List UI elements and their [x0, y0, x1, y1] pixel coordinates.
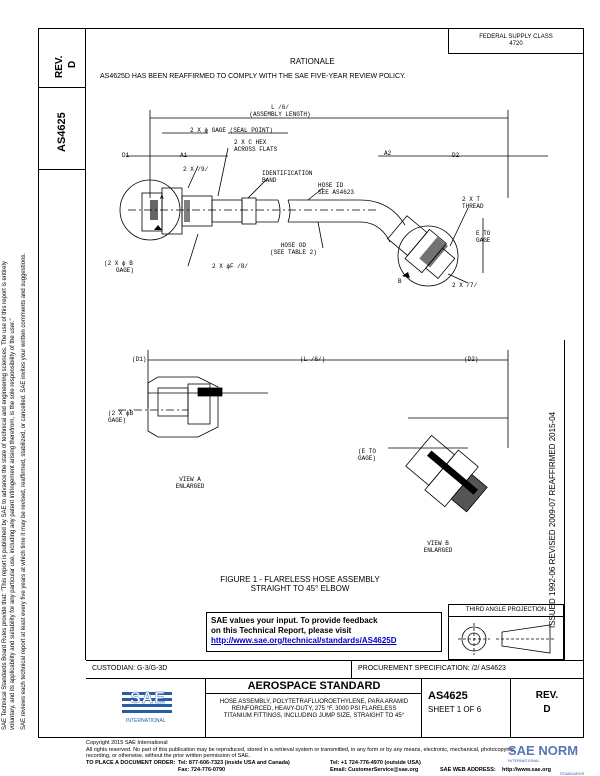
left-margin-notice-1: SAE Technical Standards Board Rules prov…	[2, 261, 8, 730]
sae-logo-text: SAE	[130, 690, 166, 707]
copyright-block: Copyright 2015 SAE International All rig…	[86, 740, 516, 759]
dim-x9: 2 X /9/	[183, 166, 209, 173]
rationale-text: AS4625D HAS BEEN REAFFIRMED TO COMPLY WI…	[100, 73, 406, 80]
watermark: SAE NORM	[508, 743, 579, 758]
procurement-spec: PROCUREMENT SPECIFICATION: /2/ AS4623	[358, 665, 506, 672]
header-doc-number: AS4625	[56, 112, 68, 152]
watermark-sub: INTERNATIONAL	[508, 758, 540, 763]
federal-supply-class: 4720	[509, 41, 523, 47]
fax: Fax: 724-776-0790	[178, 767, 226, 773]
projection-label: THIRD ANGLE PROJECTION	[465, 607, 547, 613]
left-column-line	[85, 170, 86, 660]
dim-a1: A1	[180, 152, 188, 159]
sae-logo	[122, 692, 172, 713]
projection-symbol	[458, 623, 556, 655]
dim-a2: A2	[384, 150, 392, 157]
label-df: 2 X ϕF /8/	[212, 263, 249, 270]
projection-box	[448, 604, 564, 660]
standard-title: AEROSPACE STANDARD	[247, 680, 381, 692]
custodian-row	[86, 660, 352, 678]
footer-rev-value: D	[543, 704, 551, 715]
header-doc-box	[38, 88, 86, 170]
projection-divider	[448, 616, 564, 617]
left-margin-notice-3: SAE reviews each technical report at lea…	[21, 252, 27, 730]
feedback-line-2: on this Technical Report, please visit	[211, 626, 352, 635]
dim-d2: D2	[452, 152, 460, 159]
footer-doc-number: AS4625	[428, 690, 468, 702]
watermark-sub2: STANDARDS	[560, 771, 585, 776]
header-rev-label: REV.	[54, 55, 65, 78]
standard-description: HOSE ASSEMBLY, POLYTETRAFLUOROETHYLENE, …	[219, 699, 409, 719]
dim-assembly-length: L /6/(ASSEMBLY LENGTH)	[249, 104, 311, 118]
page-frame	[38, 28, 584, 738]
custodian: CUSTODIAN: G-3/G-3D	[92, 665, 168, 672]
feedback-box: SAE values your input. To provide feedba…	[206, 612, 442, 652]
technical-drawing	[118, 110, 548, 513]
web-label: SAE WEB ADDRESS:	[440, 767, 496, 773]
order-label: TO PLACE A DOCUMENT ORDER:	[86, 760, 176, 766]
federal-supply-box	[448, 28, 584, 54]
title-divider	[206, 693, 422, 694]
dim-d1-paren: (D1)	[132, 356, 147, 363]
right-column-line	[564, 340, 565, 660]
title-right-line	[421, 678, 422, 738]
sae-logo-sub: INTERNATIONAL	[126, 718, 166, 724]
footer-top-line	[86, 660, 584, 661]
footer-mid-line	[86, 678, 584, 679]
header-rev-value: D	[67, 60, 78, 68]
tel-inside: Tel: 877-606-7323 (inside USA and Canada…	[178, 760, 290, 766]
web-url[interactable]: http://www.sae.org	[502, 767, 551, 773]
logo-box	[86, 678, 206, 738]
rationale-title: RATIONALE	[290, 57, 335, 66]
label-a: A	[160, 194, 164, 201]
label-hose-od: HOSE OD(SEE TABLE 2)	[270, 242, 317, 256]
label-b: B	[398, 278, 402, 285]
tel-outside: Tel: +1 724-776-4970 (outside USA)	[330, 760, 421, 766]
label-x7: 2 X /7/	[452, 282, 478, 289]
rev-box-line	[510, 678, 511, 738]
email: Email: CustomerService@sae.org	[330, 767, 419, 773]
footer-sheet: SHEET 1 OF 6	[428, 705, 482, 714]
header-rev-box	[38, 28, 86, 88]
dim-d1: D1	[122, 152, 130, 159]
dim-d2-paren: (D2)	[464, 356, 479, 363]
feedback-line-1: SAE values your input. To provide feedba…	[211, 616, 378, 625]
left-margin-notice-2: voluntary, and its applicability and sui…	[10, 318, 16, 730]
dim-l-paren: (L /6/)	[300, 356, 326, 363]
federal-supply-label: FEDERAL SUPPLY CLASS	[479, 34, 553, 40]
feedback-link[interactable]: http://www.sae.org/technical/standards/A…	[211, 636, 397, 645]
dim-seal-point: 2 X ϕ GAGE (SEAL POINT)	[190, 127, 273, 134]
footer-rev-label: REV.	[535, 690, 559, 701]
